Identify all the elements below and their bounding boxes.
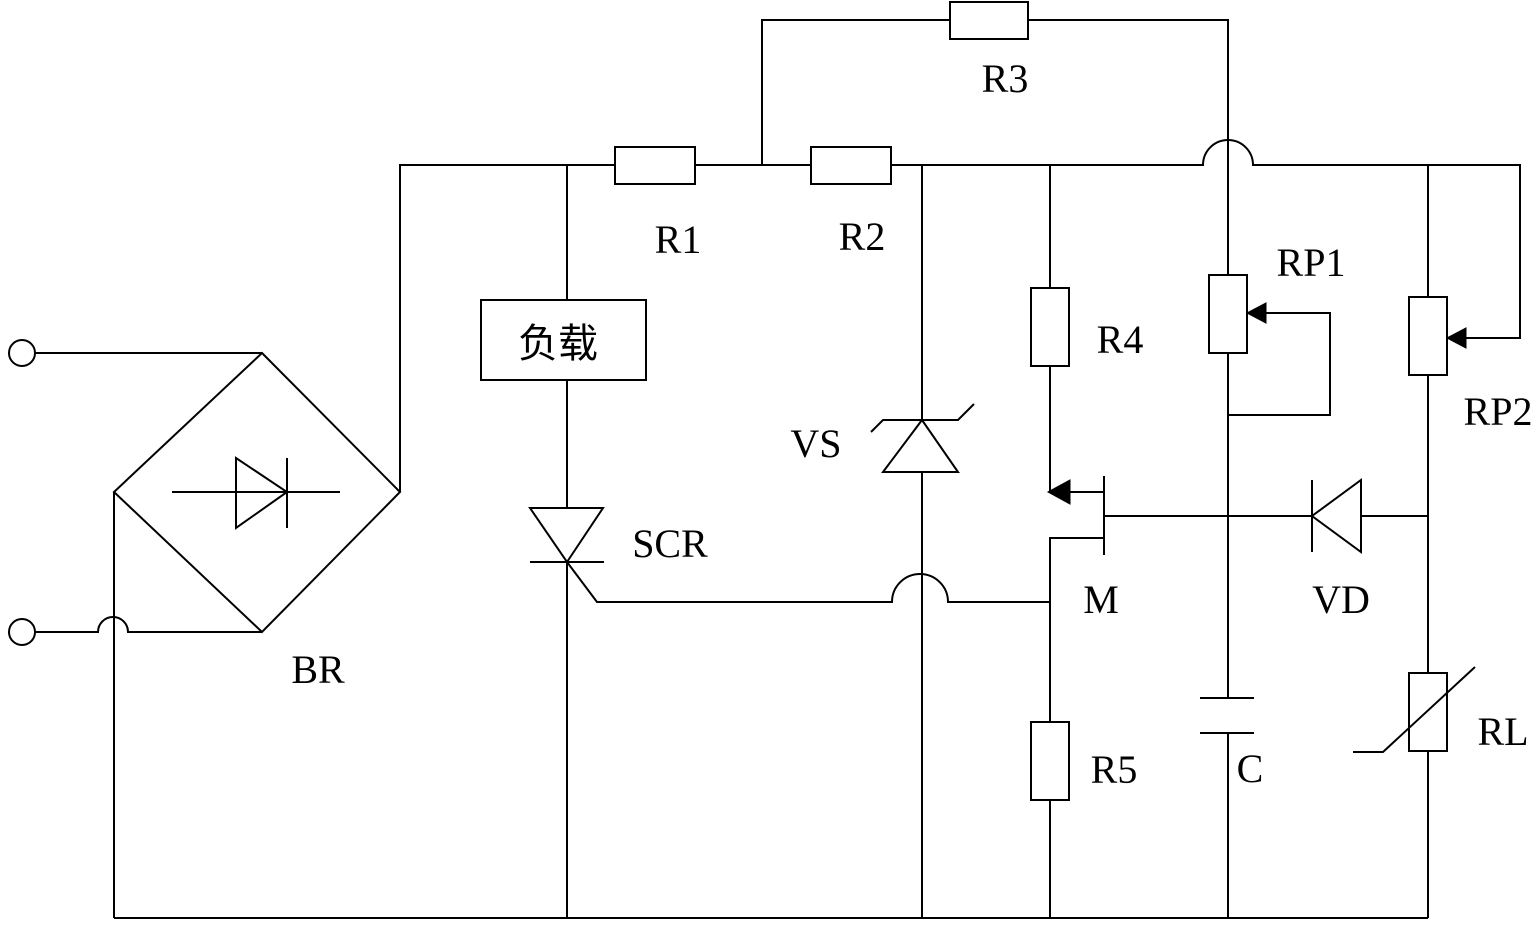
potentiometer-rp1 <box>1208 274 1248 354</box>
label-rp1: RP1 <box>1277 240 1346 285</box>
zener-diode-vs <box>870 403 975 473</box>
label-rp2: RP2 <box>1464 389 1533 434</box>
label-r5: R5 <box>1091 747 1138 792</box>
label-r3: R3 <box>982 56 1029 101</box>
label-rl: RL <box>1477 709 1528 754</box>
wire-r3-left <box>761 19 950 165</box>
resistor-r3 <box>949 1 1029 40</box>
wire-r3-right <box>1028 19 1229 275</box>
label-vs: VS <box>790 421 841 466</box>
label-load: 负载 <box>518 321 598 367</box>
wire-bridge-to-top <box>399 164 615 492</box>
label-r1: R1 <box>655 217 702 262</box>
label-c: C <box>1237 746 1264 791</box>
diode-vd <box>1310 478 1362 554</box>
wire-scr-gate <box>566 561 1050 603</box>
label-m: M <box>1083 577 1119 622</box>
capacitor-c <box>1200 697 1254 734</box>
input-terminal-top <box>8 339 262 367</box>
resistor-r5 <box>1030 721 1070 801</box>
rp1-wiper <box>1228 302 1331 416</box>
bridge-rectifier <box>112 351 402 634</box>
potentiometer-rp2 <box>1408 296 1448 376</box>
load-box <box>480 299 647 381</box>
label-vd: VD <box>1312 577 1370 622</box>
label-r2: R2 <box>839 214 886 259</box>
thermistor-rl <box>1353 666 1476 753</box>
input-terminal-bottom <box>8 616 262 646</box>
wire-r4-to-source <box>1049 366 1070 493</box>
resistor-r1 <box>614 146 696 185</box>
label-scr: SCR <box>632 521 708 566</box>
resistor-r4 <box>1030 287 1070 367</box>
thyristor-scr <box>528 507 605 564</box>
rp2-wiper <box>1428 164 1521 349</box>
label-r4: R4 <box>1097 317 1144 362</box>
resistor-r2 <box>810 146 892 185</box>
label-br: BR <box>291 647 345 692</box>
wire-top-rail-right <box>891 139 1428 166</box>
